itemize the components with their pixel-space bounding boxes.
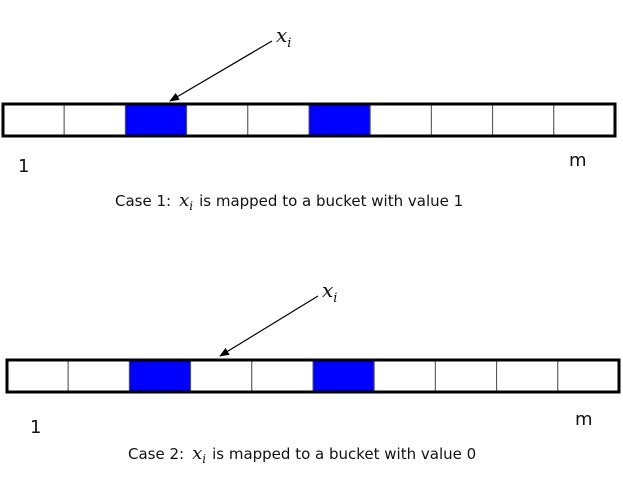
- bucket-filled: [128, 359, 192, 393]
- bucket-empty: [434, 359, 498, 393]
- bucket-empty: [369, 103, 432, 137]
- left-label: 1: [30, 417, 41, 438]
- bucket-empty: [190, 359, 253, 393]
- bucket-filled: [308, 103, 371, 137]
- bucket-empty: [430, 103, 494, 137]
- arrow-label: xi: [276, 23, 291, 51]
- bucket-empty: [186, 103, 249, 137]
- bucket-empty: [492, 103, 555, 137]
- bucket-empty: [2, 103, 65, 137]
- arrow: [169, 40, 273, 102]
- arrow-label: xi: [322, 278, 337, 306]
- bucket-empty: [63, 103, 126, 137]
- bucket-empty: [251, 359, 314, 393]
- bucket-empty: [557, 359, 620, 393]
- bucket-empty: [247, 103, 310, 137]
- array-border: [5, 358, 621, 394]
- right-label: m: [575, 409, 593, 430]
- right-label: m: [569, 150, 587, 171]
- bucket-empty: [67, 359, 130, 393]
- bit-array: [1, 102, 617, 138]
- bucket-filled: [124, 103, 188, 137]
- bucket-empty: [496, 359, 559, 393]
- bucket-filled: [312, 359, 375, 393]
- array-border: [1, 102, 617, 138]
- bucket-empty: [373, 359, 436, 393]
- arrow: [219, 295, 319, 357]
- bucket-empty: [6, 359, 69, 393]
- bucket-empty: [553, 103, 616, 137]
- bit-array: [5, 358, 621, 394]
- left-label: 1: [18, 156, 29, 177]
